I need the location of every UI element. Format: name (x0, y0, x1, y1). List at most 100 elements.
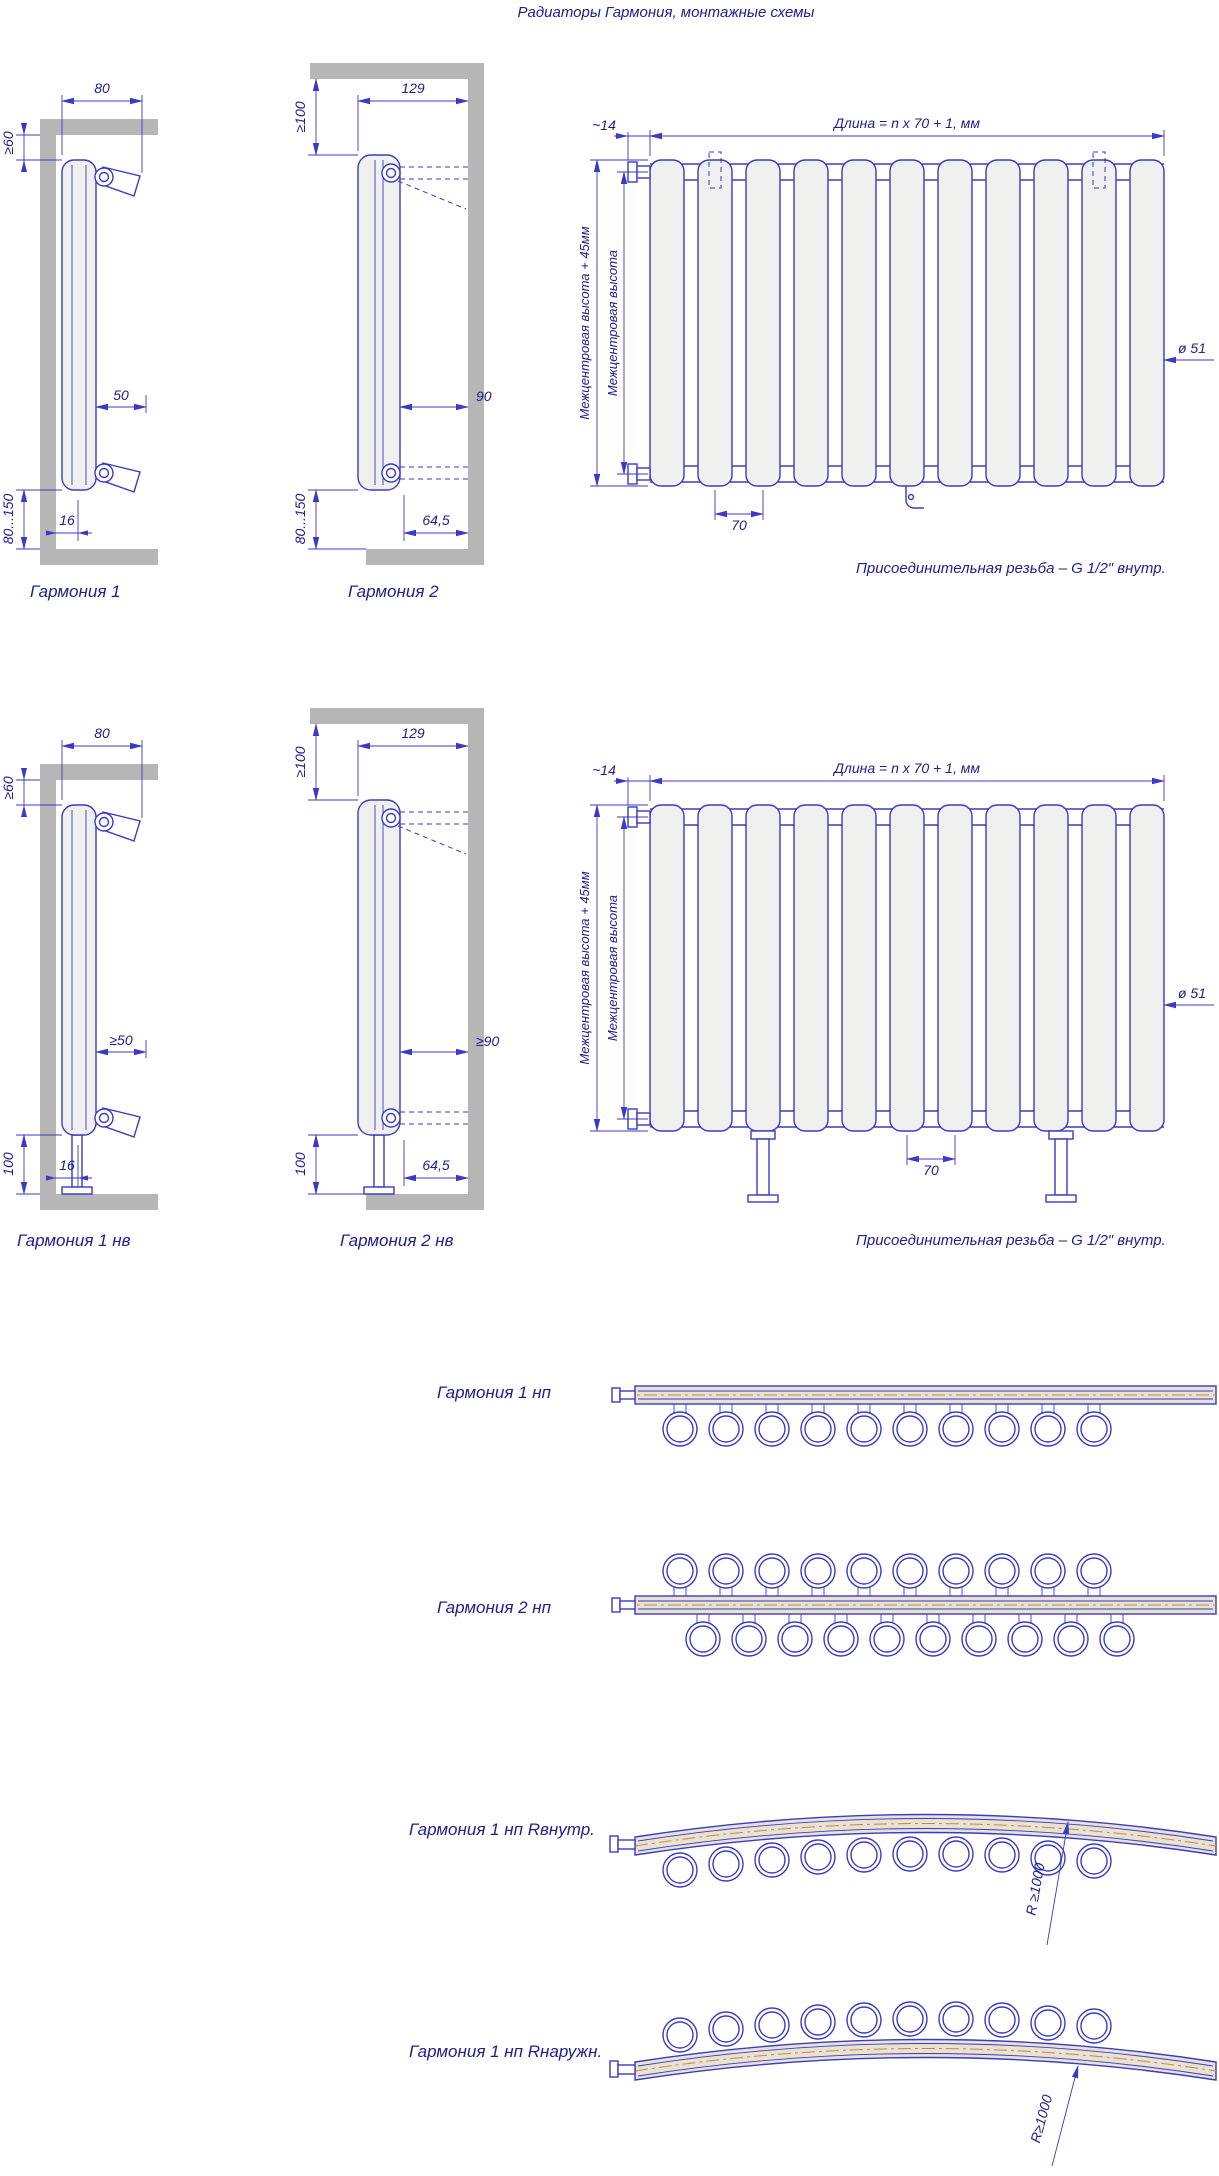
dim-offset-value: ~14 (592, 762, 616, 778)
dimension-top-clearance: ≥100 (292, 78, 358, 156)
label-garmoniya-2: Гармония 2 (348, 582, 439, 601)
dim-floor-value: 100 (0, 1152, 16, 1176)
dim-height-inner-value: Межцентровая высота (605, 895, 620, 1041)
garmoniya-1np-top-view (611, 1385, 1218, 1465)
label-garmoniya-2nv: Гармония 2 нв (340, 1231, 454, 1250)
dim-height-outer-value: Межцентровая высота + 45мм (577, 871, 592, 1064)
radiator-side-profile (357, 799, 401, 1136)
top-connection-bracket (94, 811, 141, 842)
radiator-sections (649, 804, 1165, 1132)
garmoniya-2np-top-view (611, 1540, 1218, 1670)
dimension-depth: 80 (61, 725, 143, 818)
dim-diameter-value: ø 51 (1178, 985, 1206, 1001)
label-garmoniya-1np-rvnutr: Гармония 1 нп Rвнутр. (409, 1820, 595, 1839)
dimension-depth: 129 (357, 80, 469, 151)
dimension-bracket-offset: ≥50 (95, 1032, 147, 1058)
bottom-connection-bracket (94, 1107, 141, 1138)
dim-small-value: 16 (59, 512, 75, 528)
wall-and-floor-section (40, 764, 158, 1210)
dimension-heights: Межцентровая высота + 45мм Межцентровая … (577, 159, 648, 487)
dimension-floor-height: 80...150 (0, 489, 62, 550)
inlet-stub (611, 1597, 636, 1613)
dim-small-value: 64,5 (422, 512, 449, 528)
dimension-top-clearance: ≥60 (0, 123, 62, 172)
dim-mid-value: ≥50 (109, 1032, 132, 1048)
page-title: Радиаторы Гармония, монтажные схемы (517, 4, 815, 21)
radius-value: R ≥1000 (1023, 1862, 1048, 1917)
radiator-sections (649, 159, 1165, 487)
bottom-bracket (905, 486, 924, 509)
dimension-section-pitch: 70 (906, 1135, 956, 1178)
dimension-wall-gap: 16 (46, 500, 92, 541)
curved-header-tube (634, 2038, 1217, 2081)
radiator-side-profile (61, 804, 97, 1136)
dim-small-value: 64,5 (422, 1157, 449, 1173)
garmoniya-1-wall-mount-diagram: 80 ≥60 50 16 80...150 (0, 80, 158, 565)
dim-mid-value: ≥90 (476, 1033, 499, 1049)
header-tube (620, 1385, 1218, 1405)
wall-bracket-marks (708, 151, 1106, 189)
dim-offset-value: ~14 (592, 117, 616, 133)
dimension-wall-gap: 16 (46, 1145, 92, 1186)
wall-and-floor-section (310, 708, 484, 1210)
garmoniya-2nv-floor-mount-diagram: 129 ≥100 ≥90 64,5 100 (292, 708, 499, 1210)
dim-depth-value: 129 (401, 725, 425, 741)
dimension-depth: 129 (357, 725, 469, 796)
dimension-section-pitch: 70 (714, 490, 764, 533)
dim-length-value: Длина = n x 70 + 1, мм (832, 760, 980, 776)
dimension-length: Длина = n x 70 + 1, мм (649, 760, 1165, 801)
dimension-heights: Межцентровая высота + 45мм Межцентровая … (577, 804, 648, 1132)
dim-diameter-value: ø 51 (1178, 340, 1206, 356)
dim-floor-value: 100 (292, 1152, 308, 1176)
tube-row-bottom (686, 1614, 1134, 1656)
dimension-stub-offset: ~14 (592, 117, 664, 160)
dimension-stand-height: 100 (0, 1134, 62, 1195)
dimension-bracket-offset: 50 (95, 387, 147, 413)
dim-top-clearance-value: ≥60 (0, 131, 16, 154)
dimension-diameter: ø 51 (1163, 340, 1214, 364)
header-tube (620, 1595, 1218, 1615)
dimension-top-clearance: ≥100 (292, 723, 358, 801)
dim-depth-value: 80 (94, 725, 110, 741)
bottom-connection (381, 463, 468, 483)
floor-stand-left (747, 1130, 779, 1203)
label-garmoniya-1nv: Гармония 1 нв (17, 1231, 131, 1250)
dimension-bracket-offset: ≥90 (399, 1033, 499, 1058)
dimension-floor-height: 80...150 (292, 489, 366, 550)
dim-mid-value: 50 (113, 387, 129, 403)
top-connection (381, 163, 468, 210)
dim-floor-value: 80...150 (0, 493, 16, 544)
inlet-stub (611, 1387, 636, 1403)
dimension-stand-height: 100 (292, 1134, 366, 1195)
garmoniya-1np-outer-radius-view: R≥1000 (609, 2001, 1217, 2167)
dimension-bracket-offset: 90 (399, 388, 492, 413)
garmoniya-1np-inner-radius-view: R ≥1000 (609, 1813, 1217, 1946)
inlet-stub (609, 1835, 636, 1853)
radius-callout: R ≥1000 (1023, 1821, 1070, 1946)
radius-value: R≥1000 (1027, 2093, 1055, 2145)
dim-top-clearance-value: ≥100 (292, 746, 308, 777)
dim-floor-value: 80...150 (292, 493, 308, 544)
dim-depth-value: 80 (94, 80, 110, 96)
dimension-length: Длина = n x 70 + 1, мм (649, 115, 1165, 156)
dim-height-outer-value: Межцентровая высота + 45мм (577, 226, 592, 419)
dimension-top-clearance: ≥60 (0, 768, 62, 817)
dim-top-clearance-value: ≥100 (292, 101, 308, 132)
radiator-front-view-wall: ~14 Длина = n x 70 + 1, мм Межцентровая … (577, 115, 1214, 533)
tube-row (663, 1404, 1111, 1446)
tube-row-top (663, 1554, 1111, 1596)
thread-note-row2: Присоединительная резьба – G 1/2" внутр. (856, 1232, 1166, 1249)
dim-pitch-value: 70 (731, 517, 747, 533)
radiator-front-view-floor: ~14 Длина = n x 70 + 1, мм Межцентровая … (577, 760, 1214, 1203)
floor-stand (363, 1134, 395, 1195)
label-garmoniya-1: Гармония 1 (30, 582, 121, 601)
dimension-diameter: ø 51 (1163, 985, 1214, 1009)
garmoniya-2-wall-mount-diagram: 129 ≥100 90 64,5 80...150 (292, 63, 492, 565)
dimension-bottom-offset: 64,5 (403, 1140, 469, 1186)
dimension-depth: 80 (61, 80, 143, 173)
curved-header-tube (634, 1813, 1217, 1856)
radiator-side-profile (357, 154, 401, 491)
dim-small-value: 16 (59, 1157, 75, 1173)
bottom-connection-bracket (94, 462, 141, 493)
